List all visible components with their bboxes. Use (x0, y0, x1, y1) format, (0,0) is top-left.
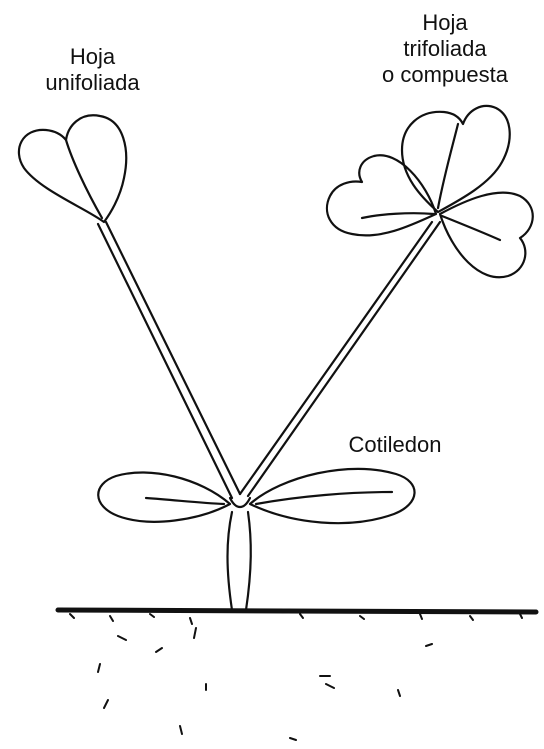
cotyledon-left (98, 472, 230, 521)
unifoliate-label-line-2: unifoliada (30, 70, 155, 96)
trifoliate-label-line-1: Hoja (355, 10, 535, 36)
trifoliate-label-line-3: o compuesta (355, 62, 535, 88)
soil-specks (70, 614, 522, 740)
stem-right (246, 512, 251, 610)
trifoliate-vein-right (442, 216, 500, 240)
cotyledon-right (250, 469, 415, 523)
trifoliate-label-line-2: trifoliada (355, 36, 535, 62)
cotyledon-left-vein (146, 498, 224, 504)
unifoliate-petiole-right (106, 222, 240, 494)
unifoliate-leaf-label: Hoja unifoliada (30, 44, 155, 96)
soil-line (58, 610, 536, 612)
cotyledon-right-vein (256, 492, 392, 504)
unifoliate-leaf-vein (66, 140, 102, 218)
trifoliate-vein-left (362, 213, 434, 218)
stem-node (230, 498, 250, 507)
trifoliate-leaflet-top (402, 106, 510, 212)
unifoliate-petiole-left (98, 224, 232, 498)
trifoliate-vein-top (438, 124, 458, 208)
trifoliate-leaf-label: Hoja trifoliada o compuesta (355, 10, 535, 88)
stem-left (228, 512, 233, 610)
unifoliate-label-line-1: Hoja (30, 44, 155, 70)
unifoliate-leaf (19, 115, 126, 222)
cotyledon-label: Cotiledon (330, 432, 460, 458)
trifoliate-leaflet-left (327, 155, 436, 235)
soil (58, 610, 536, 740)
